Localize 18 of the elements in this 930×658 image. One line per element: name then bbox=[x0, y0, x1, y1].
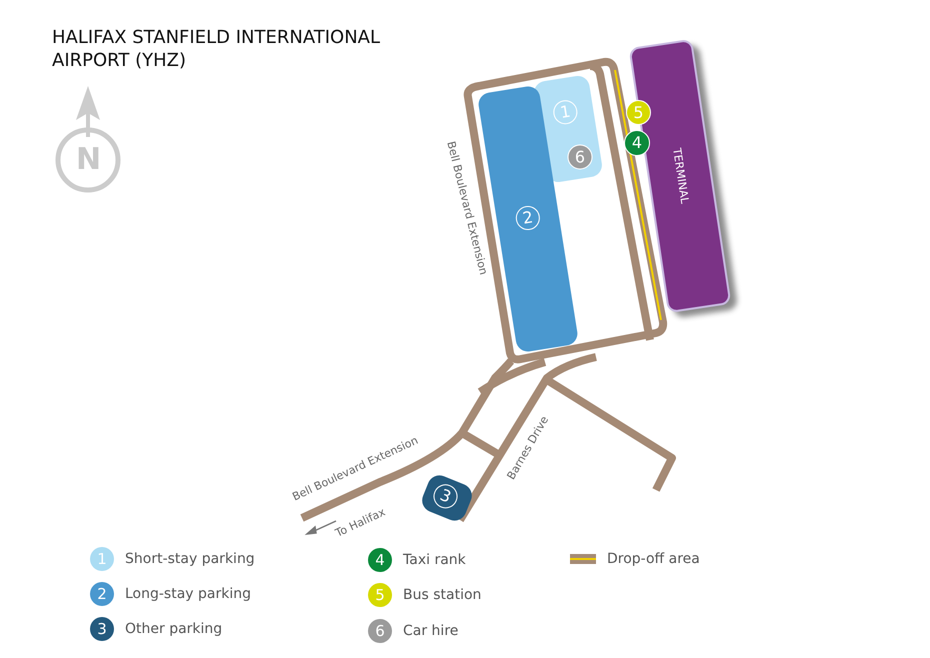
legend-text: Taxi rank bbox=[403, 550, 466, 570]
legend-text: Bus station bbox=[403, 586, 482, 604]
legend-swatch: 2 bbox=[90, 582, 114, 606]
legend-swatch: 1 bbox=[90, 547, 114, 571]
building-label: TERMINAL bbox=[669, 147, 692, 205]
legend-text: Other parking bbox=[125, 620, 222, 638]
legend-text: Drop-off area bbox=[607, 550, 700, 568]
legend-swatch: 4 bbox=[368, 548, 392, 572]
legend-swatch: 3 bbox=[90, 617, 114, 641]
map-title: HALIFAX STANFIELD INTERNATIONAL AIRPORT (YHZ) bbox=[52, 26, 382, 72]
car-hire-marker: 6 bbox=[568, 144, 593, 170]
legend-swatch: 5 bbox=[368, 583, 392, 607]
parking-number: 1 bbox=[552, 98, 580, 126]
parking-number: 2 bbox=[514, 204, 542, 232]
legend-text: Short-stay parking bbox=[125, 550, 255, 568]
legend-swatch: 6 bbox=[368, 619, 392, 643]
legend-text: Car hire bbox=[403, 622, 458, 640]
legend-text: Long-stay parking bbox=[125, 584, 252, 604]
